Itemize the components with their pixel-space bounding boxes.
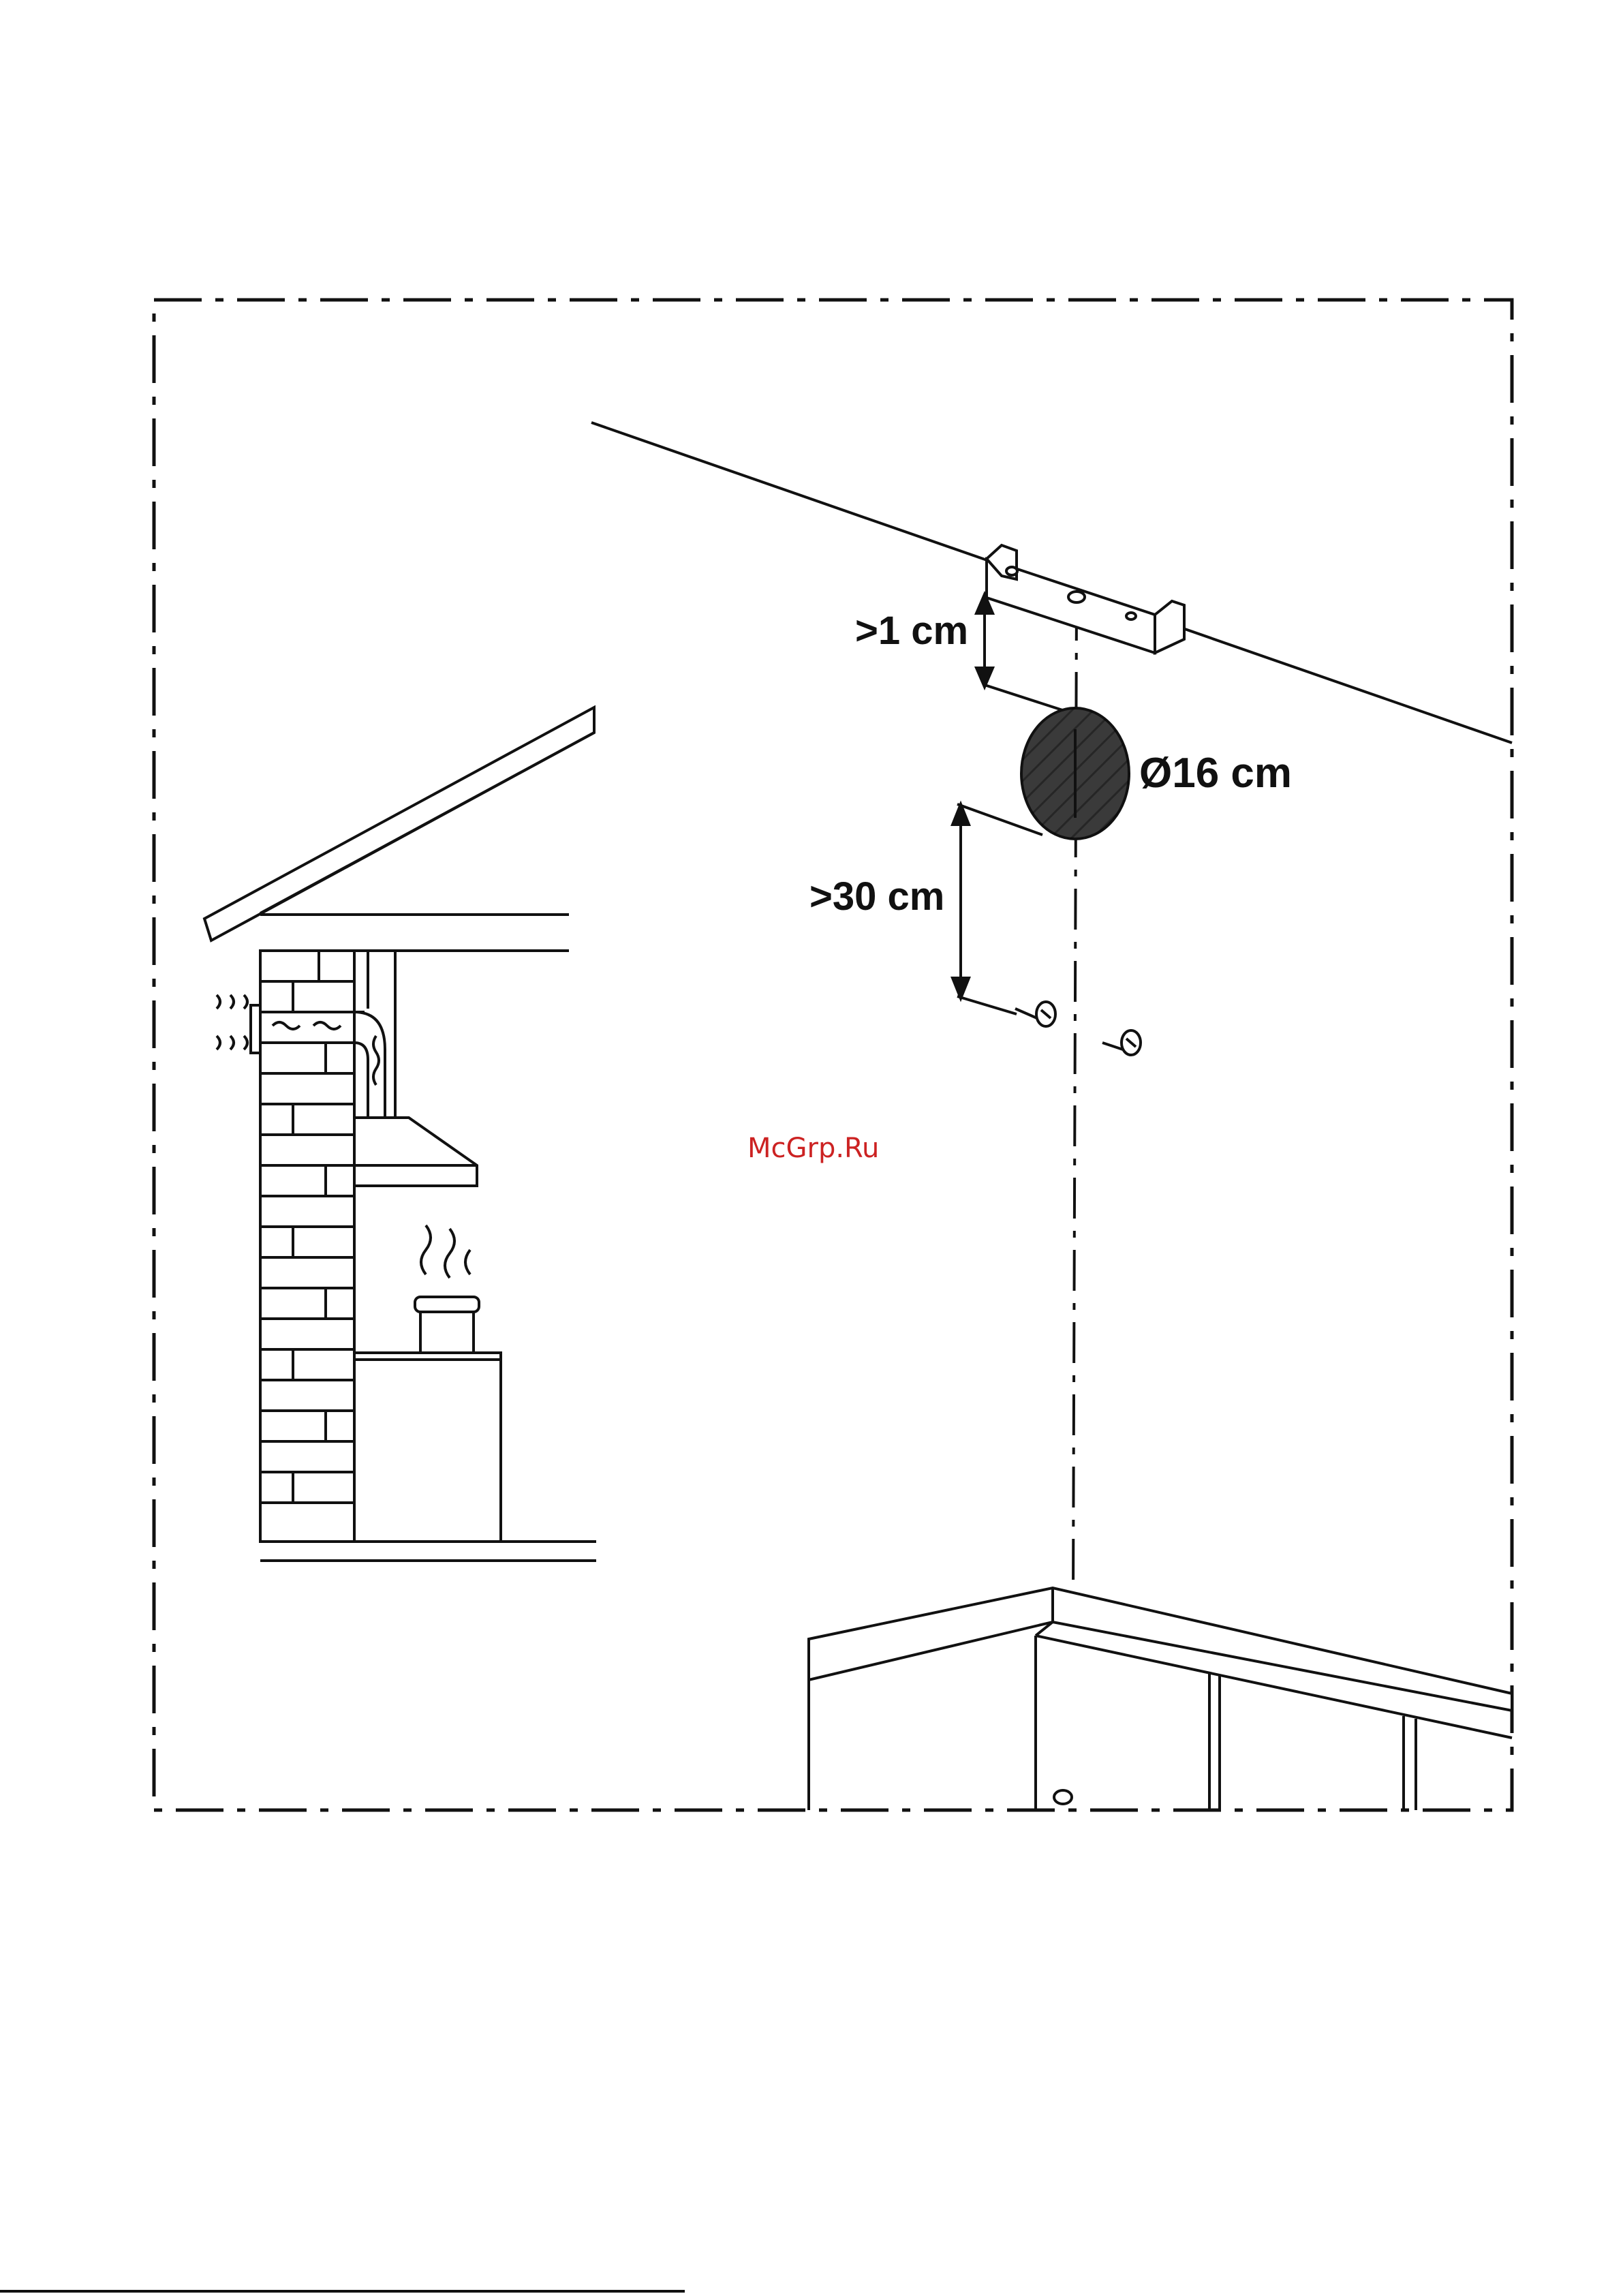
label-clearance-top: >1 cm [855, 609, 968, 653]
label-clearance-bottom: >30 cm [809, 874, 944, 919]
wall-cabinet [809, 1588, 1512, 1810]
screw-icon [1015, 1002, 1141, 1055]
dimension-bottom [953, 804, 1042, 1014]
house-cross-section [204, 707, 596, 1561]
mounting-bracket [987, 545, 1184, 653]
diagram-frame [154, 300, 1512, 1810]
label-duct-diameter: Ø16 cm [1139, 750, 1292, 797]
watermark: McGrp.Ru [747, 1133, 879, 1164]
duct-opening [1021, 708, 1129, 839]
